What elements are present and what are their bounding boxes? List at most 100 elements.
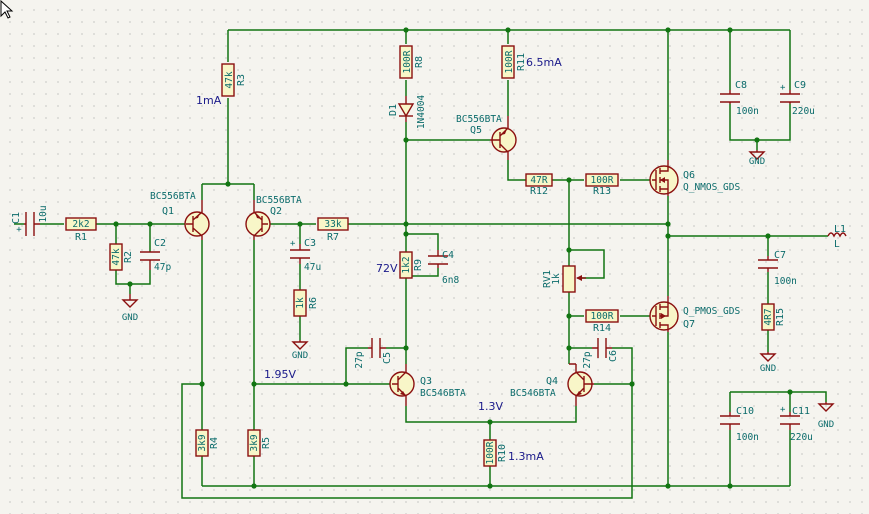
svg-text:47k: 47k xyxy=(224,71,235,88)
capacitor-c3[interactable]: + C3 47u xyxy=(290,238,321,273)
resistor-r14[interactable]: 100R R14 xyxy=(585,309,619,334)
capacitor-c7[interactable]: C7 100n xyxy=(758,250,797,287)
note-1ma: 1mA xyxy=(196,94,222,107)
svg-text:4R7: 4R7 xyxy=(763,308,774,325)
svg-text:C7: C7 xyxy=(774,250,786,261)
svg-text:BC556BTA: BC556BTA xyxy=(456,114,502,125)
svg-text:Q_NMOS_GDS: Q_NMOS_GDS xyxy=(683,182,740,193)
svg-text:27p: 27p xyxy=(582,351,593,368)
capacitor-c9[interactable]: + C9 220u xyxy=(780,80,815,117)
capacitor-c8[interactable]: C8 100n xyxy=(720,80,759,117)
svg-text:33k: 33k xyxy=(324,219,341,230)
resistor-r13[interactable]: 100R R13 xyxy=(585,173,619,197)
transistor-q4[interactable]: Q4 BC546BTA xyxy=(510,363,594,406)
svg-text:100n: 100n xyxy=(736,432,759,443)
svg-text:C8: C8 xyxy=(735,80,747,91)
svg-text:Q5: Q5 xyxy=(470,125,482,136)
svg-text:BC546BTA: BC546BTA xyxy=(420,388,466,399)
svg-text:220u: 220u xyxy=(792,106,815,117)
transistor-q2[interactable]: BC556BTA Q2 xyxy=(245,195,302,240)
note-13v: 1.3V xyxy=(478,400,503,413)
svg-text:1k: 1k xyxy=(551,273,562,285)
resistor-r8[interactable]: 100R R8 xyxy=(399,45,425,79)
capacitor-c11[interactable]: + C11 220u xyxy=(780,405,813,443)
transistor-q5[interactable]: BC556BTA Q5 xyxy=(456,114,517,160)
svg-text:Q2: Q2 xyxy=(270,206,282,217)
svg-text:R5: R5 xyxy=(261,437,272,449)
svg-text:R7: R7 xyxy=(327,232,339,243)
svg-text:47R: 47R xyxy=(530,175,547,186)
resistor-r4[interactable]: 3k9 R4 xyxy=(195,429,220,457)
svg-text:100R: 100R xyxy=(485,441,496,464)
svg-text:+: + xyxy=(780,83,786,93)
svg-text:GND: GND xyxy=(760,364,776,374)
capacitor-c5[interactable]: 27p C5 xyxy=(354,338,393,369)
resistor-r2[interactable]: 47k R2 xyxy=(109,243,134,271)
svg-text:+: + xyxy=(780,405,786,415)
svg-text:1k2: 1k2 xyxy=(401,256,412,273)
svg-text:C3: C3 xyxy=(304,238,316,249)
svg-text:100R: 100R xyxy=(402,50,413,73)
capacitor-c10[interactable]: C10 100n xyxy=(720,406,759,443)
svg-text:2k2: 2k2 xyxy=(72,219,89,230)
svg-text:R10: R10 xyxy=(497,444,508,462)
ground-symbol-supply-bottom: GND xyxy=(817,402,835,430)
mosfet-q6[interactable]: Q6 Q_NMOS_GDS xyxy=(649,160,740,196)
svg-text:R15: R15 xyxy=(775,308,786,326)
svg-text:1N4004: 1N4004 xyxy=(416,95,427,130)
svg-text:1k: 1k xyxy=(295,297,306,309)
svg-text:BC556BTA: BC556BTA xyxy=(256,195,302,206)
svg-text:C5: C5 xyxy=(382,352,393,364)
svg-text:R8: R8 xyxy=(414,56,425,68)
svg-text:R14: R14 xyxy=(593,323,611,334)
diode-d1[interactable]: D1 1N4004 xyxy=(388,95,427,130)
svg-text:47k: 47k xyxy=(111,248,122,265)
capacitor-c1[interactable]: C1 10u + xyxy=(11,205,49,236)
svg-text:R1: R1 xyxy=(75,232,87,243)
ground-symbol-zobel: GND xyxy=(759,352,777,374)
svg-text:Q3: Q3 xyxy=(420,376,432,387)
resistor-r7[interactable]: 33k R7 xyxy=(317,217,349,243)
capacitor-c2[interactable]: C2 47p xyxy=(140,238,171,273)
wires xyxy=(14,29,828,499)
resistor-r5[interactable]: 3k9 R5 xyxy=(247,429,272,457)
svg-text:Q7: Q7 xyxy=(683,319,695,330)
svg-text:R11: R11 xyxy=(516,53,527,71)
svg-text:3k9: 3k9 xyxy=(249,434,260,451)
potentiometer-rv1[interactable]: RV1 1k xyxy=(542,265,586,293)
resistor-r11[interactable]: 100R R11 xyxy=(501,45,527,79)
svg-text:C2: C2 xyxy=(154,238,166,249)
transistor-q1[interactable]: BC556BTA Q1 xyxy=(150,191,210,240)
svg-text:D1: D1 xyxy=(388,104,399,116)
inductor-l1[interactable]: L1 L xyxy=(827,224,847,250)
resistor-r15[interactable]: 4R7 R15 xyxy=(761,303,786,331)
svg-text:C4: C4 xyxy=(442,250,454,261)
resistor-r10[interactable]: 100R R10 xyxy=(483,439,508,467)
svg-text:3k9: 3k9 xyxy=(197,434,208,451)
capacitor-c6[interactable]: 27p C6 xyxy=(582,338,619,369)
mosfet-q7[interactable]: Q_PMOS_GDS Q7 xyxy=(649,296,740,332)
resistor-r12[interactable]: 47R R12 xyxy=(525,173,553,197)
svg-text:L1: L1 xyxy=(834,224,846,235)
svg-text:220u: 220u xyxy=(790,432,813,443)
resistor-r3[interactable]: 47k R3 xyxy=(221,63,247,97)
ground-symbol-supply-top: GND xyxy=(748,150,766,167)
resistor-r1[interactable]: 2k2 R1 xyxy=(65,217,97,243)
svg-text:R13: R13 xyxy=(593,186,611,197)
svg-text:10u: 10u xyxy=(38,205,49,222)
junction-dots xyxy=(113,27,793,489)
svg-text:100R: 100R xyxy=(591,311,614,322)
svg-text:RV1: RV1 xyxy=(542,270,553,288)
ground-symbol-c3: GND xyxy=(291,340,309,361)
svg-text:GND: GND xyxy=(122,313,138,323)
capacitor-c4[interactable]: C4 6n8 xyxy=(428,250,459,286)
svg-text:C9: C9 xyxy=(794,80,806,91)
transistor-q3[interactable]: Q3 BC546BTA xyxy=(389,364,466,406)
resistor-r6[interactable]: 1k R6 xyxy=(293,289,319,317)
svg-text:100R: 100R xyxy=(591,175,614,186)
resistor-r9[interactable]: 1k2 R9 xyxy=(399,251,424,279)
svg-text:C1: C1 xyxy=(11,212,22,224)
note-13ma: 1.3mA xyxy=(508,450,544,463)
